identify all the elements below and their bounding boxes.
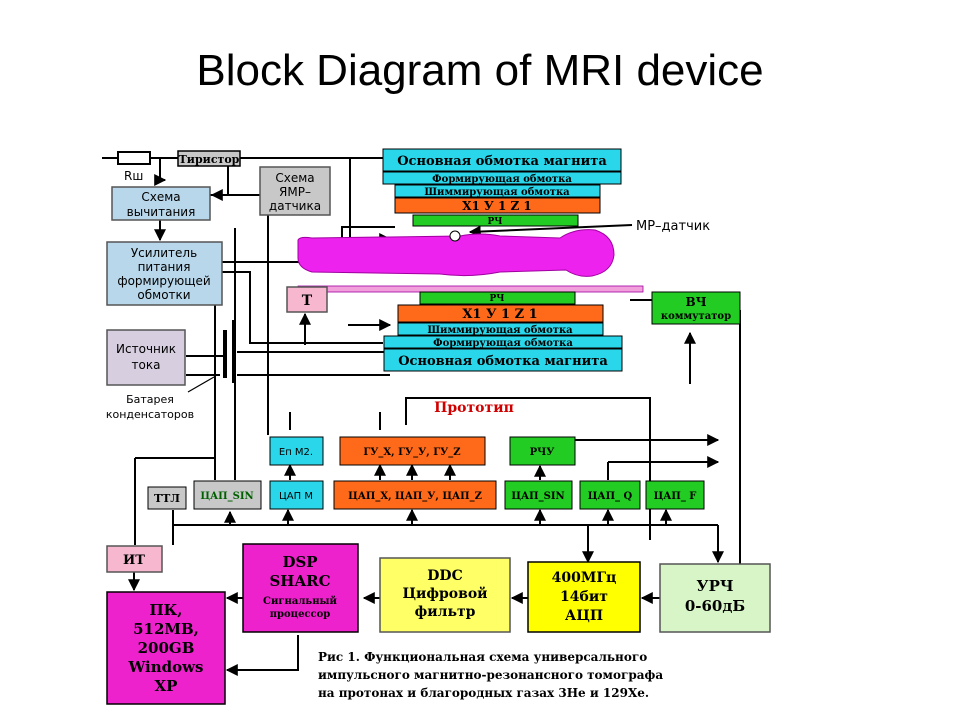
svg-text:ЦАП М: ЦАП М xyxy=(279,491,313,502)
svg-text:Тиристор: Тиристор xyxy=(179,153,240,166)
svg-text:импульсного магнитно-резонансн: импульсного магнитно-резонансного томогр… xyxy=(318,668,663,682)
dac-q-box: ЦАП_ Q xyxy=(579,480,641,510)
subtraction-circuit-box: Схема вычитания xyxy=(111,186,211,221)
svg-text:ЦАП_ Q: ЦАП_ Q xyxy=(588,491,633,502)
thyristor-box: Тиристор xyxy=(177,150,241,167)
svg-text:512MB,: 512MB, xyxy=(133,620,199,638)
svg-text:Батарея: Батарея xyxy=(126,393,174,406)
mr-sensor-label: МР–датчик xyxy=(636,219,710,234)
dac-m-box: ЦАП М xyxy=(269,480,324,510)
svg-text:Цифровой: Цифровой xyxy=(402,585,487,602)
svg-text:Рис 1. Функциональная схема ун: Рис 1. Функциональная схема универсально… xyxy=(318,650,647,664)
svg-text:РЧ: РЧ xyxy=(488,217,503,227)
svg-text:400МГц: 400МГц xyxy=(552,570,617,586)
dac-xyz-box: ЦАП_X, ЦАП_У, ЦАП_Z xyxy=(333,480,497,510)
it-box: ИТ xyxy=(106,545,163,573)
capacitor-battery-label: Батарея конденсаторов xyxy=(106,393,194,421)
ddc-filter-box: DDC Цифровой фильтр xyxy=(379,557,511,633)
svg-text:ЯМР–: ЯМР– xyxy=(279,185,311,199)
svg-text:0-60дБ: 0-60дБ xyxy=(685,597,745,615)
svg-text:ЦАП_SIN: ЦАП_SIN xyxy=(511,491,564,502)
svg-text:Еп М2.: Еп М2. xyxy=(279,447,313,458)
bottom-coil-stack: РЧ X1 У 1 Z 1 Шиммирующая обмотка Формир… xyxy=(383,291,623,372)
pc-box: ПК, 512MB, 200GB Windows XP xyxy=(106,591,226,705)
svg-text:ПК,: ПК, xyxy=(149,601,182,619)
svg-text:ВЧ: ВЧ xyxy=(685,295,706,309)
svg-text:Основная обмотка магнита: Основная обмотка магнита xyxy=(398,354,608,369)
svg-text:АЦП: АЦП xyxy=(565,608,603,624)
svg-text:XP: XP xyxy=(155,677,178,695)
svg-text:Сигнальный: Сигнальный xyxy=(263,596,337,607)
svg-text:Источник: Источник xyxy=(116,342,176,356)
svg-text:ТТЛ: ТТЛ xyxy=(154,492,180,505)
svg-text:РЧУ: РЧУ xyxy=(530,447,555,458)
gradient-amplifiers-box: ГУ_X, ГУ_У, ГУ_Z xyxy=(339,436,486,466)
svg-text:вычитания: вычитания xyxy=(127,205,196,219)
svg-text:формирующей: формирующей xyxy=(117,274,210,288)
svg-text:конденсаторов: конденсаторов xyxy=(106,408,194,421)
svg-text:ГУ_X, ГУ_У, ГУ_Z: ГУ_X, ГУ_У, ГУ_Z xyxy=(363,447,460,458)
hf-commutator-box: ВЧ коммутатор xyxy=(651,291,741,325)
adc-box: 400МГц 14бит АЦП xyxy=(527,561,641,633)
svg-text:Шиммирующая обмотка: Шиммирующая обмотка xyxy=(427,325,573,336)
svg-text:Формирующая обмотка: Формирующая обмотка xyxy=(433,338,573,349)
svg-text:X1 У 1 Z 1: X1 У 1 Z 1 xyxy=(462,307,537,322)
power-amplifier-box: Усилитель питания формирующей обмотки xyxy=(106,241,223,306)
dac-sin-grey-box: ЦАП_SIN xyxy=(193,480,262,510)
svg-text:Усилитель: Усилитель xyxy=(131,246,197,260)
svg-text:ЦАП_X, ЦАП_У, ЦАП_Z: ЦАП_X, ЦАП_У, ЦАП_Z xyxy=(348,491,482,502)
svg-text:ЦАП_SIN: ЦАП_SIN xyxy=(200,491,253,502)
svg-text:тока: тока xyxy=(132,358,161,372)
ttl-box: ТТЛ xyxy=(147,486,187,510)
svg-text:14бит: 14бит xyxy=(560,589,608,605)
svg-text:X1 У 1 Z 1: X1 У 1 Z 1 xyxy=(462,199,532,213)
svg-text:на протонах и благородных газа: на протонах и благородных газах 3He и 12… xyxy=(318,686,649,700)
svg-text:РЧ: РЧ xyxy=(490,294,505,304)
svg-text:Основная обмотка магнита: Основная обмотка магнита xyxy=(397,154,607,169)
ep-m2-box: Еп М2. xyxy=(269,436,324,466)
svg-text:Схема: Схема xyxy=(141,190,180,204)
svg-text:SHARC: SHARC xyxy=(269,572,330,590)
top-coil-stack: Основная обмотка магнита Формирующая обм… xyxy=(382,148,622,227)
t-block: Т xyxy=(286,286,328,313)
dsp-sharc-box: DSP SHARC Сигнальный процессор xyxy=(242,543,359,633)
svg-text:ИТ: ИТ xyxy=(123,553,145,568)
svg-text:Формирующая обмотка: Формирующая обмотка xyxy=(432,174,572,185)
svg-text:DSP: DSP xyxy=(282,553,317,571)
svg-text:коммутатор: коммутатор xyxy=(661,311,731,322)
nmr-sensor-circuit-box: Схема ЯМР– датчика xyxy=(259,166,331,216)
svg-text:процессор: процессор xyxy=(270,609,331,620)
patient-figure xyxy=(297,229,644,293)
svg-text:обмотки: обмотки xyxy=(137,288,190,302)
urch-box: УРЧ 0-60дБ xyxy=(659,563,771,633)
figure-caption: Рис 1. Функциональная схема универсально… xyxy=(318,650,663,700)
svg-text:Схема: Схема xyxy=(275,171,314,185)
rchu-box: РЧУ xyxy=(509,436,576,466)
prototype-label: Прототип xyxy=(434,400,514,416)
svg-text:DDC: DDC xyxy=(427,568,462,584)
svg-text:УРЧ: УРЧ xyxy=(696,577,733,595)
svg-text:Т: Т xyxy=(302,293,313,309)
svg-text:Windows: Windows xyxy=(127,658,203,676)
dac-sin-green-box: ЦАП_SIN xyxy=(504,480,573,510)
svg-text:Rш: Rш xyxy=(124,169,143,183)
dac-f-box: ЦАП_ F xyxy=(645,480,705,510)
svg-text:датчика: датчика xyxy=(269,199,321,213)
svg-text:ЦАП_ F: ЦАП_ F xyxy=(654,491,697,502)
svg-text:200GB: 200GB xyxy=(138,639,195,657)
current-source-box: Источник тока xyxy=(106,329,186,386)
svg-text:питания: питания xyxy=(138,260,191,274)
resistor-symbol: Rш xyxy=(117,151,151,183)
slide-title: Block Diagram of MRI device xyxy=(196,46,764,95)
svg-text:фильтр: фильтр xyxy=(415,604,476,620)
svg-text:Шиммирующая обмотка: Шиммирующая обмотка xyxy=(424,187,570,198)
